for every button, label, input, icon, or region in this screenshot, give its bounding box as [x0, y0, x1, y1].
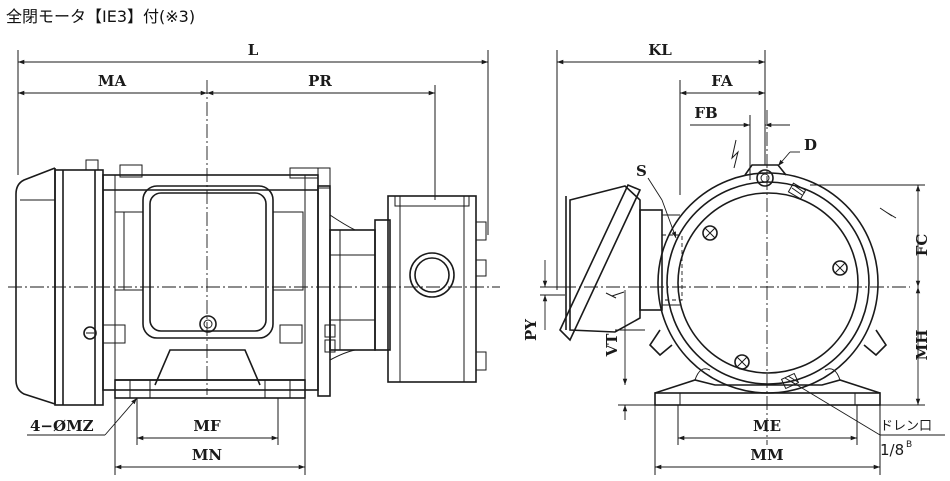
- dim-FA-label: FA: [711, 72, 733, 90]
- dim-D-label: D: [804, 136, 817, 154]
- drain-size-label: 1/8: [880, 441, 904, 459]
- dim-S-label: S: [636, 162, 647, 180]
- front-view: KL FA FB D: [522, 41, 945, 475]
- dim-MF-label: MF: [193, 417, 221, 435]
- dim-MM-label: MM: [750, 446, 783, 464]
- dim-L-label: L: [248, 41, 259, 59]
- dim-PR-label: PR: [308, 72, 332, 90]
- dim-ME-label: ME: [753, 417, 781, 435]
- dim-MN-label: MN: [192, 446, 223, 464]
- side-view: L MA PR: [8, 41, 500, 475]
- dim-FC-label: FC: [913, 234, 931, 257]
- drain-size-suffix: B: [906, 440, 912, 450]
- dim-PY-label: PY: [522, 319, 540, 341]
- dim-MH-label: MH: [913, 330, 931, 361]
- dim-MZ-label: 4−ØMZ: [30, 417, 94, 435]
- dim-KL-label: KL: [648, 41, 672, 59]
- dim-MA-label: MA: [98, 72, 127, 90]
- drain-label: ドレン口: [880, 419, 932, 434]
- page-title: 全閉モータ【IE3】付(※3): [6, 7, 196, 26]
- dim-VT-label: VT: [603, 333, 621, 358]
- dim-FB-label: FB: [694, 104, 717, 122]
